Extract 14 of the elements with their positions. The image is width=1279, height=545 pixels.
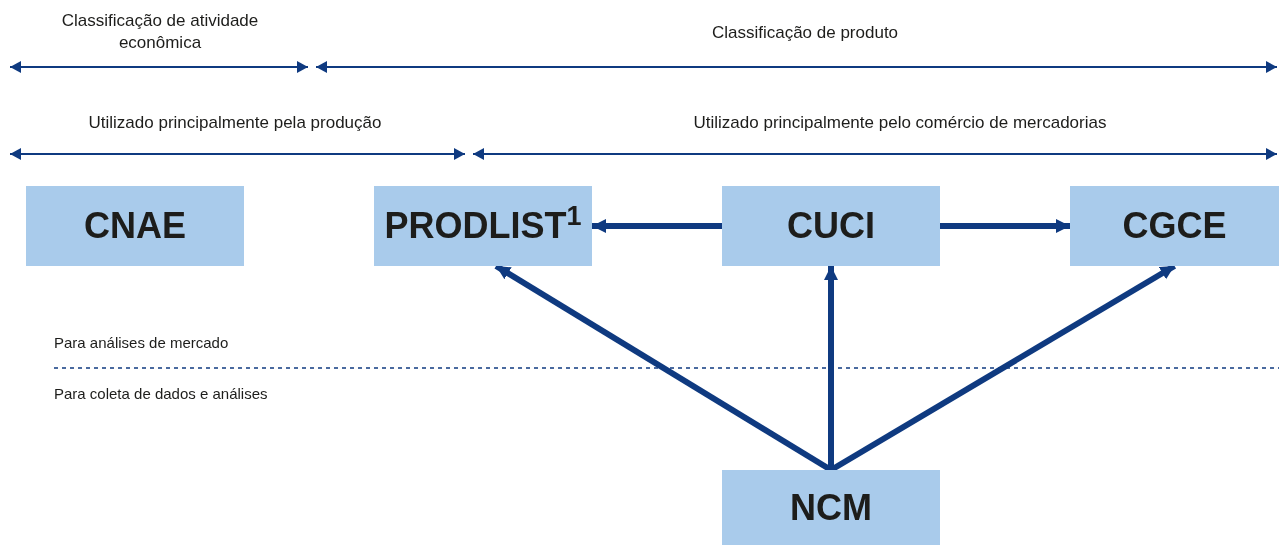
classification-box: PRODLIST$^{1}$ — [374, 186, 592, 266]
classification-box: CNAE — [26, 186, 244, 266]
dimension-label: Classificação de produto — [710, 22, 900, 44]
arrow — [592, 219, 722, 233]
classification-box: CGCE — [1070, 186, 1279, 266]
dimension-label: Utilizado principalmente pela produção — [87, 112, 383, 134]
dimension-label: Utilizado principalmente pelo comércio de mercadorias — [692, 112, 1108, 134]
arrow — [824, 266, 838, 470]
dimension-label: Classificação de atividade econômica — [60, 10, 260, 54]
arrow — [940, 219, 1070, 233]
region-label: Para análises de mercado — [54, 333, 230, 353]
classification-box: NCM — [722, 470, 940, 545]
classification-box: CUCI — [722, 186, 940, 266]
region-label: Para coleta de dados e análises — [54, 384, 269, 404]
